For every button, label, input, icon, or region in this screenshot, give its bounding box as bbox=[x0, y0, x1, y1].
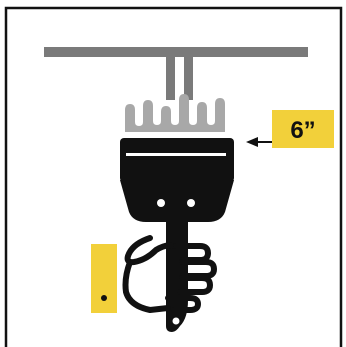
frame-border bbox=[4, 6, 343, 347]
arrow-left-icon bbox=[246, 137, 272, 147]
rivet-right bbox=[187, 199, 195, 207]
paint-swatch-icon bbox=[91, 244, 117, 313]
size-label: 6” bbox=[290, 117, 315, 144]
ceiling-bar bbox=[44, 47, 308, 100]
hand-icon bbox=[122, 235, 217, 313]
bristles-icon bbox=[125, 94, 225, 132]
rivet-left bbox=[157, 199, 165, 207]
size-label-box: 6” bbox=[272, 110, 334, 148]
